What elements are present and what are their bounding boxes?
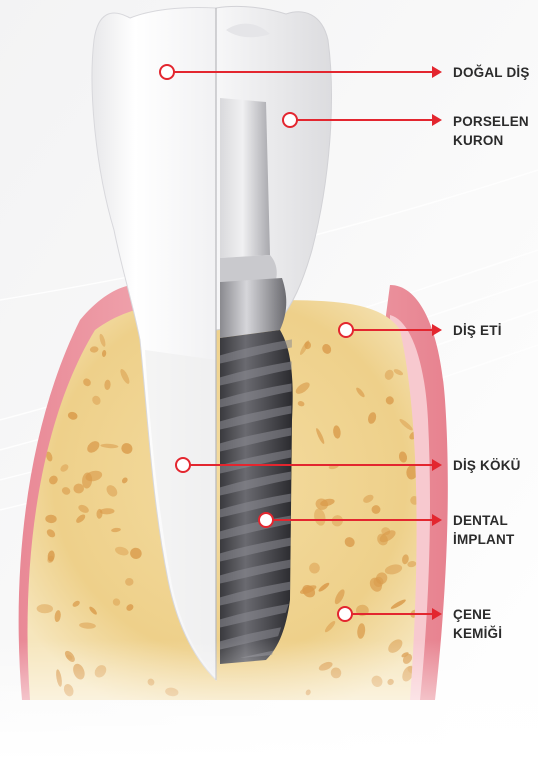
label-dental-implant: DENTAL İMPLANT bbox=[453, 511, 514, 549]
implant-collar bbox=[220, 278, 286, 338]
label-jaw-bone: ÇENE KEMİĞİ bbox=[453, 605, 502, 643]
callout-marker-tooth-root bbox=[176, 458, 190, 472]
label-natural-tooth: DOĞAL DİŞ bbox=[453, 63, 530, 82]
label-line: DOĞAL DİŞ bbox=[453, 63, 530, 82]
label-line: DENTAL bbox=[453, 511, 514, 530]
callout-marker-gum bbox=[339, 323, 353, 337]
abutment-base bbox=[220, 255, 277, 282]
label-porcelain-crown: PORSELEN KURON bbox=[453, 112, 529, 150]
label-line: KURON bbox=[453, 131, 529, 150]
label-tooth-root: DİŞ KÖKÜ bbox=[453, 456, 521, 475]
abutment bbox=[220, 98, 270, 258]
callout-marker-jaw-bone bbox=[338, 607, 352, 621]
label-line: PORSELEN bbox=[453, 112, 529, 131]
label-line: İMPLANT bbox=[453, 530, 514, 549]
label-line: DİŞ ETİ bbox=[453, 321, 502, 340]
callout-marker-dental-implant bbox=[259, 513, 273, 527]
label-line: ÇENE bbox=[453, 605, 502, 624]
label-line: DİŞ KÖKÜ bbox=[453, 456, 521, 475]
callout-marker-natural-tooth bbox=[160, 65, 174, 79]
label-gum: DİŞ ETİ bbox=[453, 321, 502, 340]
bottom-fade bbox=[0, 640, 538, 762]
callout-marker-porcelain-crown bbox=[283, 113, 297, 127]
label-line: KEMİĞİ bbox=[453, 624, 502, 643]
